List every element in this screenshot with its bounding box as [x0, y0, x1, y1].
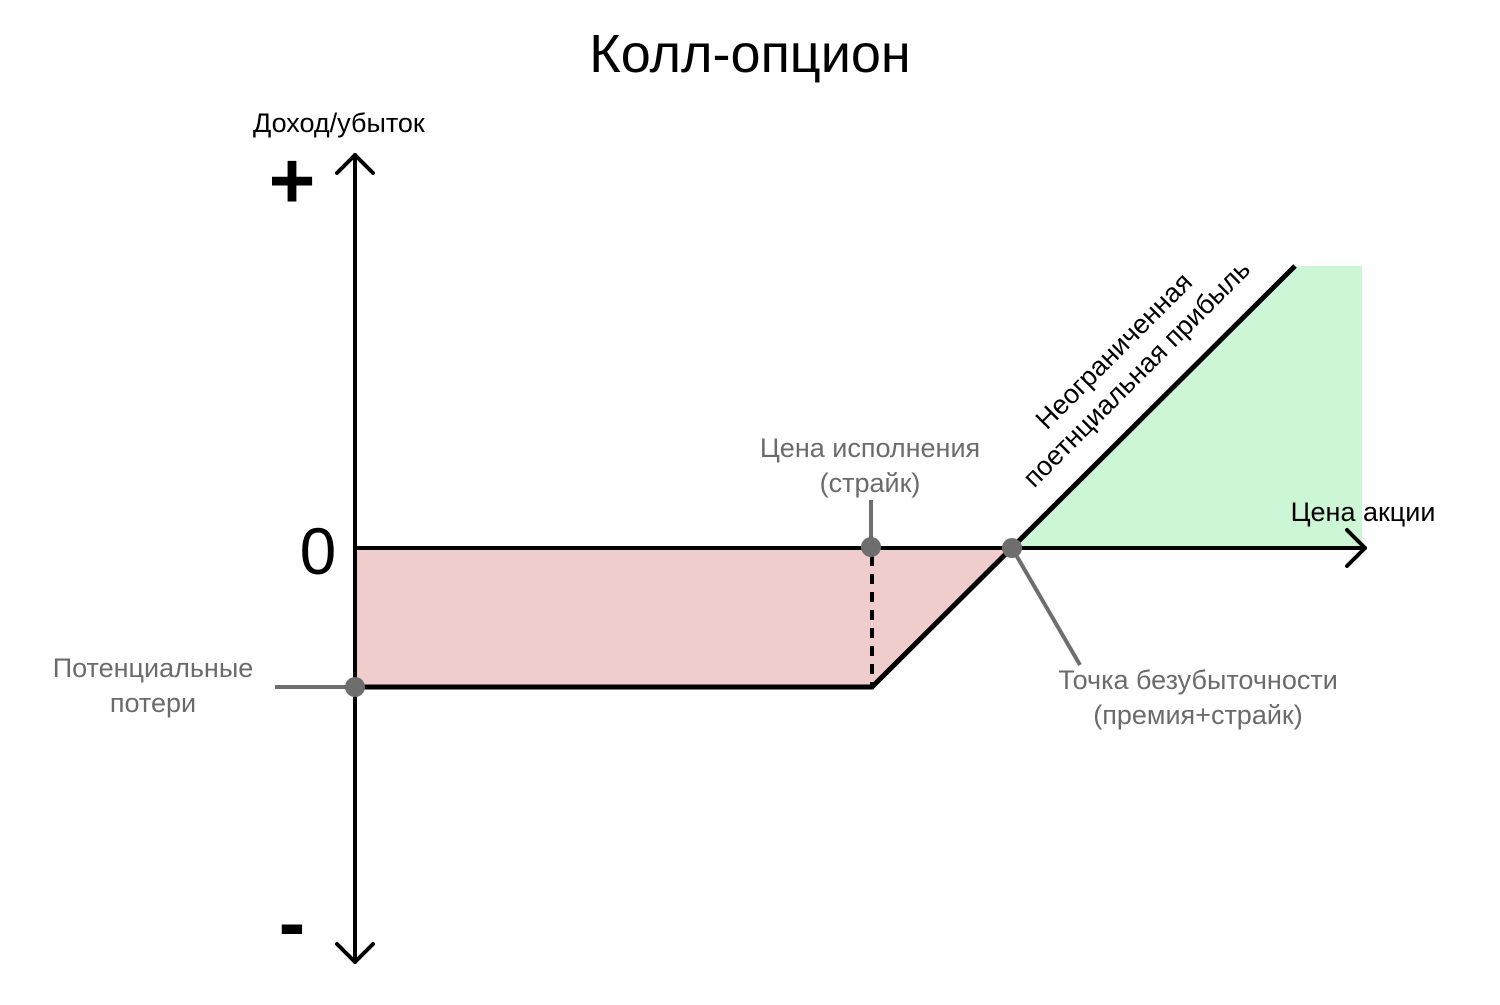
loss-label-sub: потери: [110, 688, 196, 718]
strike-marker: [861, 537, 881, 557]
y-axis-plus: +: [269, 136, 316, 225]
strike-label: Цена исполнения: [760, 433, 980, 463]
y-axis-label: Доход/убыток: [253, 108, 425, 138]
loss-area: [355, 548, 1010, 687]
x-axis-label: Цена акции: [1291, 497, 1436, 527]
breakeven-label-sub: (премия+страйк): [1093, 700, 1302, 730]
y-axis: [335, 153, 375, 964]
profit-area: [1012, 266, 1362, 548]
max-loss-marker: [345, 677, 365, 697]
x-axis: [353, 528, 1367, 568]
loss-label: Потенциальные: [53, 653, 254, 683]
y-axis-minus: -: [279, 878, 306, 967]
strike-label-sub: (страйк): [820, 468, 921, 498]
y-axis-zero: 0: [300, 514, 337, 588]
breakeven-marker: [1002, 538, 1022, 558]
breakeven-label: Точка безубыточности: [1058, 665, 1338, 695]
diagram-title: Колл-опцион: [589, 24, 911, 84]
